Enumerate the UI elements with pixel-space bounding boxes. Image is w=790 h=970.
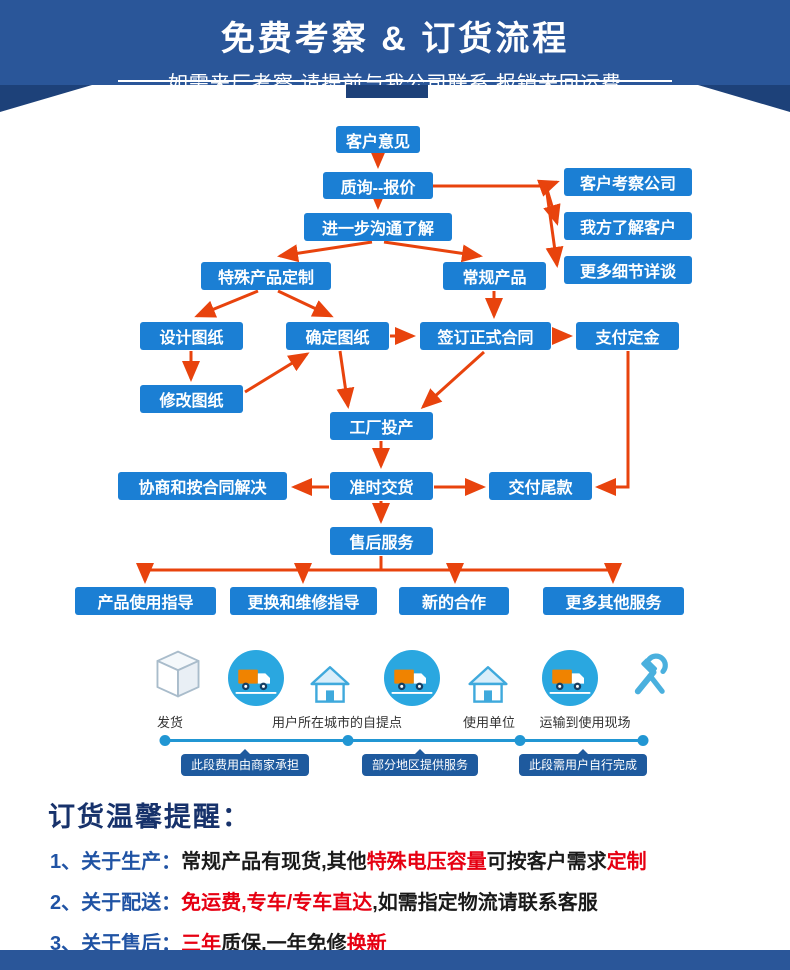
subtitle-underline — [118, 80, 672, 82]
flow-box-client-visit-company: 客户考察公司 — [564, 168, 692, 196]
banner-fold-left — [0, 85, 92, 112]
flow-box-pay-balance: 交付尾款 — [489, 472, 592, 500]
timeline-dot — [342, 735, 354, 746]
flow-box-confirm-drawing: 确定图纸 — [286, 322, 389, 350]
flow-box-regular-product: 常规产品 — [443, 262, 546, 290]
flow-box-modify-drawing: 修改图纸 — [140, 385, 243, 413]
flow-box-design-drawing: 设计图纸 — [140, 322, 243, 350]
logistics-label-pickup: 用户所在城市的自提点 — [271, 715, 403, 730]
timeline-tag-seller-cost: 此段费用由商家承担 — [180, 749, 310, 776]
logistics-label-shipping: 发货 — [156, 715, 184, 730]
tools-icon — [624, 648, 676, 700]
reminder-item-after-sales: 3、关于售后：三年质保,一年免修换新 — [50, 927, 387, 956]
reminder-title: 订货温馨提醒： — [48, 802, 251, 832]
flow-box-customer-opinion: 客户意见 — [336, 126, 420, 153]
bottom-bar — [0, 950, 790, 970]
flow-box-custom-product: 特殊产品定制 — [201, 262, 331, 290]
flow-box-pay-deposit: 支付定金 — [576, 322, 679, 350]
flow-box-new-cooperation: 新的合作 — [399, 587, 509, 615]
reminder-number: 2、 — [50, 892, 82, 914]
flow-box-more-services: 更多其他服务 — [543, 587, 684, 615]
timeline-dot — [637, 735, 649, 746]
reminder-label: 关于生产： — [81, 851, 182, 873]
page-subtitle: 如需来厂考察,请提前与我公司联系,报销来回运费 — [167, 73, 623, 95]
reminder-highlight: 三年 — [181, 933, 222, 955]
reminder-text: ,如需指定物流请联系客服 — [372, 892, 598, 914]
delivery-truck-icon — [542, 650, 598, 706]
reminder-text: 质保,一年免修 — [221, 933, 347, 955]
delivery-truck-icon — [384, 650, 440, 706]
flow-box-sign-contract: 签订正式合同 — [420, 322, 551, 350]
timeline-dot — [159, 735, 171, 746]
flow-box-factory-production: 工厂投产 — [330, 412, 433, 440]
flow-box-more-details-talk: 更多细节详谈 — [564, 256, 692, 284]
header-banner: 免费考察 & 订货流程 如需来厂考察,请提前与我公司联系,报销来回运费 — [0, 0, 790, 95]
timeline-dot — [514, 735, 526, 746]
reminder-highlight: 特殊电压容量 — [366, 851, 487, 873]
flow-box-usage-guide: 产品使用指导 — [75, 587, 216, 615]
pickup-house-icon — [306, 660, 354, 708]
logistics-label-user-site: 使用单位 — [462, 715, 516, 730]
timeline-tag-partial-area: 部分地区提供服务 — [361, 749, 479, 776]
timeline-line — [165, 739, 643, 742]
page-title: 免费考察 & 订货流程 — [220, 20, 570, 58]
flow-box-after-sales: 售后服务 — [330, 527, 433, 555]
flow-box-further-communication: 进一步沟通了解 — [304, 213, 452, 241]
flow-box-repair-guide: 更换和维修指导 — [230, 587, 377, 615]
flow-box-on-time-delivery: 准时交货 — [330, 472, 433, 500]
reminder-highlight: 换新 — [346, 933, 387, 955]
reminder-item-delivery: 2、关于配送：免运费,专车/专车直达,如需指定物流请联系客服 — [50, 886, 598, 915]
reminder-highlight: 定制 — [606, 851, 647, 873]
flow-box-inquiry-quote: 质询--报价 — [323, 172, 433, 199]
timeline-tag-user-complete: 此段需用户自行完成 — [518, 749, 648, 776]
banner-fold-right — [698, 85, 790, 112]
package-icon — [150, 646, 206, 702]
user-site-house-icon — [464, 660, 512, 708]
flow-box-we-know-client: 我方了解客户 — [564, 212, 692, 240]
flow-box-negotiate-by-contract: 协商和按合同解决 — [118, 472, 287, 500]
reminder-number: 1、 — [50, 851, 82, 873]
delivery-truck-icon — [228, 650, 284, 706]
logistics-label-transport: 运输到使用现场 — [539, 715, 631, 730]
reminder-label: 关于配送： — [81, 892, 182, 914]
reminder-number: 3、 — [50, 933, 82, 955]
banner-center-tab — [346, 85, 428, 98]
reminder-text: 常规产品有现货,其他 — [181, 851, 367, 873]
reminder-highlight: 免运费,专车/专车直达 — [181, 892, 373, 914]
reminder-item-production: 1、关于生产：常规产品有现货,其他特殊电压容量可按客户需求定制 — [50, 845, 647, 874]
reminder-text: 可按客户需求 — [486, 851, 607, 873]
reminder-label: 关于售后： — [81, 933, 182, 955]
